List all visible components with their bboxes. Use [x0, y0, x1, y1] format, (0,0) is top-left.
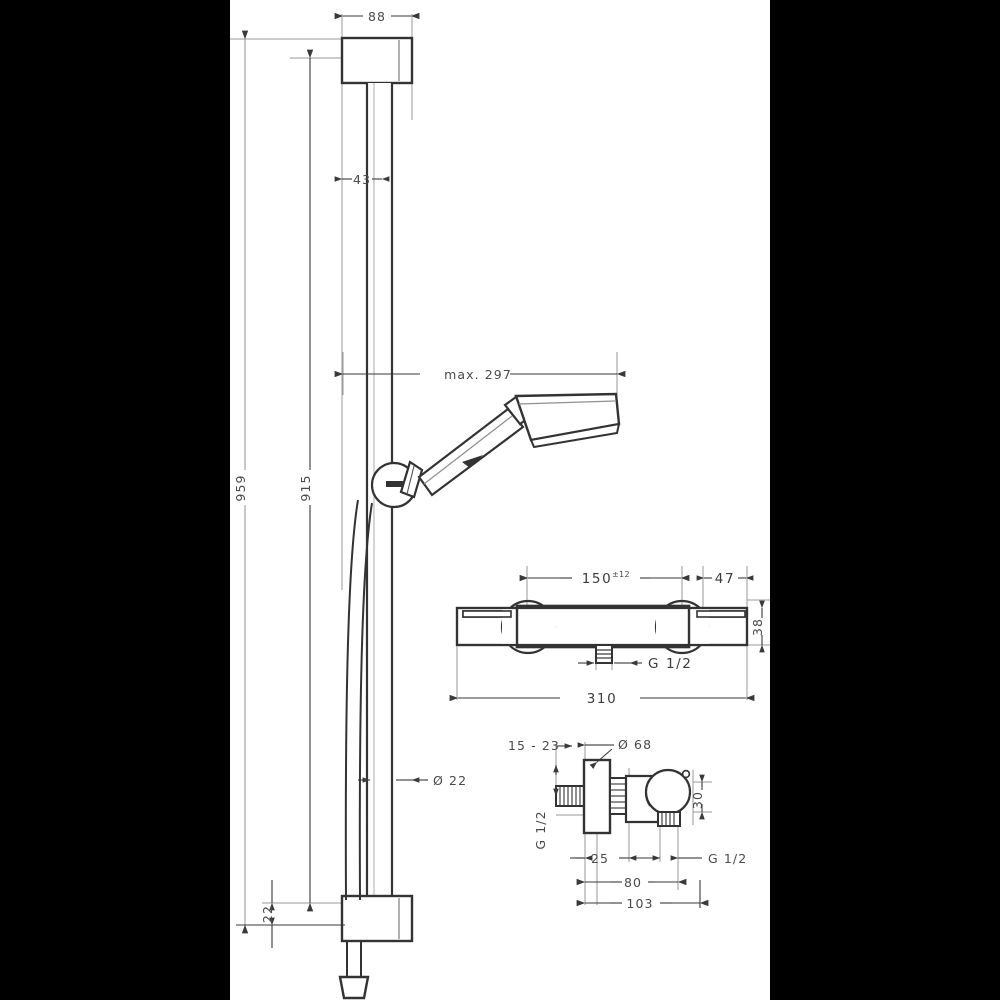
hand-shower	[417, 392, 621, 497]
dim-mixer-outlet-thread: G 1/2	[648, 656, 692, 672]
dim-bar-bottom-offset: 22	[260, 905, 275, 923]
dim-mixer-total-width: 310	[587, 691, 618, 707]
dim-valve-center-height: 30	[690, 791, 705, 809]
dim-valve-wall-range: 15 - 23	[508, 738, 560, 753]
dim-bar-height: 915	[298, 474, 313, 501]
dim-valve-outlet-thread: G 1/2	[708, 851, 747, 866]
bar-bracket-top	[340, 36, 414, 85]
thermostatic-mixer	[455, 599, 749, 664]
dim-mixer-tolerance: ±12	[612, 570, 630, 579]
dim-valve-25: 25	[591, 851, 609, 866]
dim-valve-flange-dia: Ø 68	[618, 737, 652, 752]
wall-bar-assembly	[338, 36, 414, 1000]
dim-hose-reach: max. 297	[444, 367, 512, 382]
dim-valve-inlet-thread: G 1/2	[533, 810, 548, 849]
drawing-sheet	[230, 0, 770, 1000]
dim-bracket-offset: 43	[353, 172, 371, 187]
shower-hose-lower	[338, 941, 370, 1000]
valve-outlet-thread	[657, 811, 681, 827]
dim-mixer-right-offset: 47	[715, 571, 735, 587]
dimension-texts: 88 43 max. 297 959 915 22 Ø 22 150 ±12 4…	[233, 9, 765, 923]
valve-inlet-thread	[555, 785, 585, 807]
dim-bar-total-height: 959	[233, 474, 248, 501]
mixer-outlet	[595, 644, 613, 664]
dim-valve-80: 80	[624, 875, 642, 890]
dim-bar-diameter: Ø 22	[433, 773, 467, 788]
dim-bracket-width: 88	[368, 9, 386, 24]
shower-holder	[370, 460, 424, 509]
dim-mixer-center-distance: 150	[582, 571, 613, 587]
bar-bracket-bottom	[340, 894, 414, 943]
dim-mixer-body-height: 38	[750, 618, 765, 636]
angle-valve-detail	[555, 758, 692, 835]
dim-valve-103: 103	[626, 896, 653, 911]
shower-hose	[344, 499, 373, 901]
dimension-lines	[236, 12, 765, 948]
